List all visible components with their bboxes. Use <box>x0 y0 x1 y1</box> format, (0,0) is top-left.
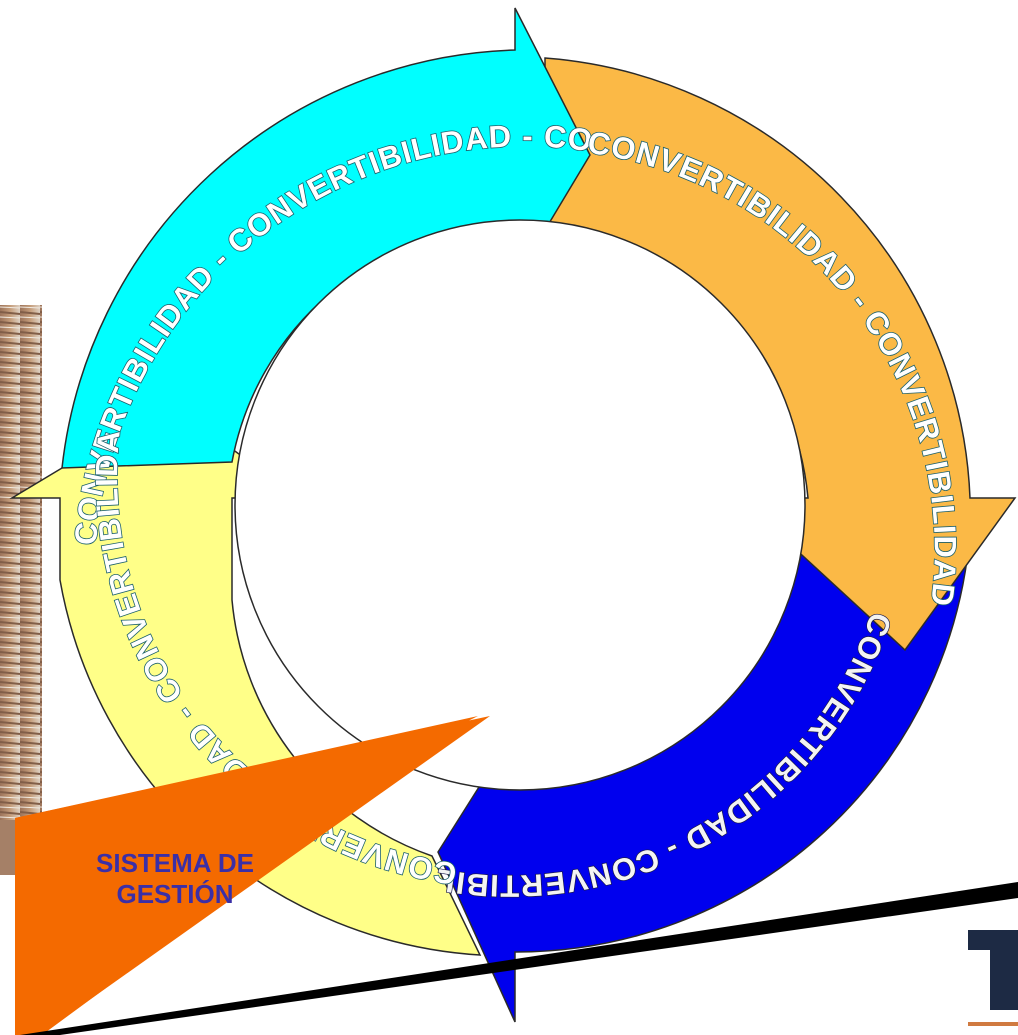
black-swoosh <box>20 882 1018 1035</box>
arc-top-left <box>61 7 591 469</box>
left-photo-strip <box>0 305 42 875</box>
badge-line-1: SISTEMA DE <box>96 848 254 878</box>
badge-label: SISTEMA DE GESTIÓN <box>40 848 310 910</box>
logo-fragment <box>968 930 1018 1026</box>
inner-hole <box>234 219 806 791</box>
arc-bottom-left <box>9 389 482 956</box>
badge-line-2: GESTIÓN <box>116 879 234 909</box>
